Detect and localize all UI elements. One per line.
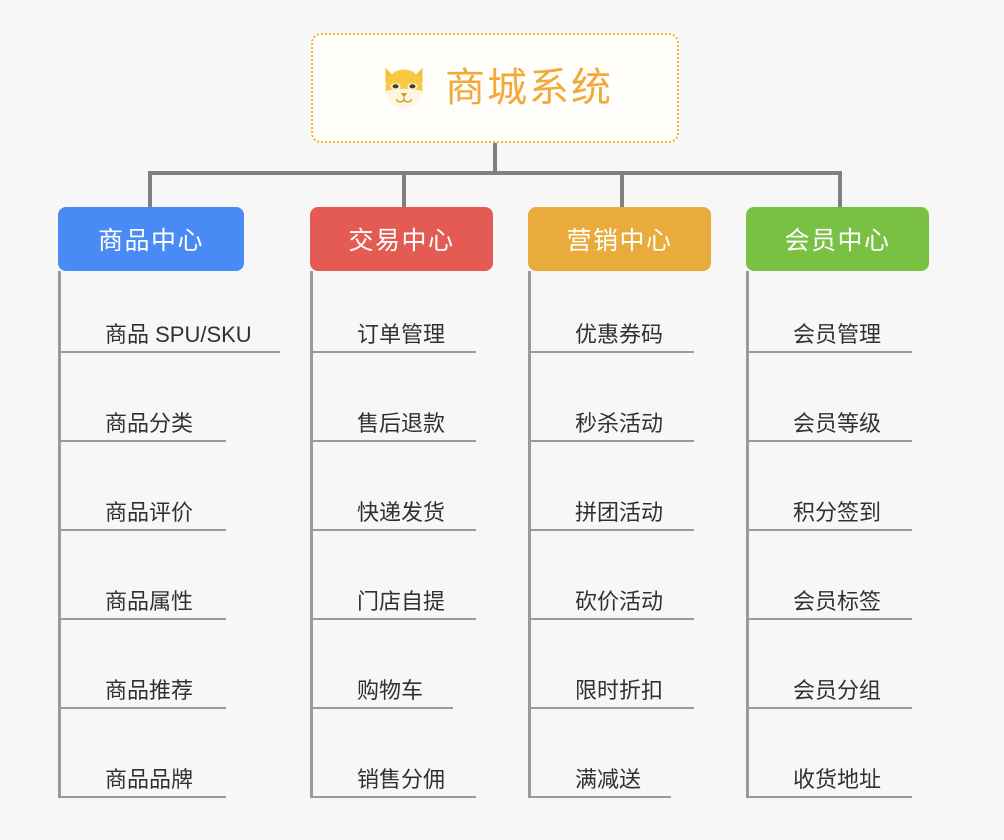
list-item[interactable]: 订单管理 [313,271,476,353]
list-item[interactable]: 会员等级 [749,353,912,442]
list-item-label: 会员标签 [793,588,882,614]
list-item[interactable]: 快递发货 [313,442,476,531]
list-item-label: 会员管理 [793,321,882,347]
list-item-label: 商品评价 [105,499,194,525]
list-item[interactable]: 商品评价 [61,442,226,531]
connector-drop-3 [620,171,624,208]
list-item-label: 快递发货 [357,499,446,525]
branch-item-list-2: 订单管理 售后退款 快递发货 门店自提 购物车 销售分佣 [310,271,493,798]
list-item[interactable]: 销售分佣 [313,709,476,798]
list-item-label: 购物车 [357,677,424,703]
branch-header-2[interactable]: 交易中心 [310,207,493,271]
connector-root-vertical [493,143,497,173]
list-item[interactable]: 售后退款 [313,353,476,442]
list-item-label: 积分签到 [793,499,882,525]
list-item[interactable]: 商品 SPU/SKU [61,271,280,353]
list-item[interactable]: 商品分类 [61,353,226,442]
list-item-label: 拼团活动 [575,499,664,525]
list-item-label: 商品品牌 [105,766,194,792]
list-item[interactable]: 砍价活动 [531,531,694,620]
list-item[interactable]: 积分签到 [749,442,912,531]
branch-header-label-1: 商品中心 [97,227,204,255]
list-item[interactable]: 优惠券码 [531,271,694,353]
branch-header-label-3: 营销中心 [566,227,673,255]
list-item[interactable]: 会员标签 [749,531,912,620]
list-item-label: 商品 SPU/SKU [105,321,252,347]
list-item-label: 销售分佣 [357,766,446,792]
branch-member-center: 会员中心 会员管理 会员等级 积分签到 会员标签 会员分组 收货地址 [746,207,929,798]
connector-drop-1 [148,171,152,208]
list-item-label: 商品推荐 [105,677,194,703]
list-item[interactable]: 商品推荐 [61,620,226,709]
branch-header-3[interactable]: 营销中心 [528,207,711,271]
branch-header-label-4: 会员中心 [784,227,891,255]
branch-header-4[interactable]: 会员中心 [746,207,929,271]
branch-header-label-2: 交易中心 [348,227,455,255]
connector-horizontal-bus [148,171,840,175]
list-item[interactable]: 满减送 [531,709,671,798]
list-item-label: 优惠券码 [575,321,664,347]
list-item-label: 商品属性 [105,588,194,614]
branch-item-list-3: 优惠券码 秒杀活动 拼团活动 砍价活动 限时折扣 满减送 [528,271,711,798]
connector-drop-4 [838,171,842,208]
list-item-label: 限时折扣 [575,677,664,703]
list-item-label: 订单管理 [357,321,446,347]
list-item[interactable]: 门店自提 [313,531,476,620]
page-title: 商城系统 [445,66,613,110]
list-item-label: 收货地址 [793,766,882,792]
list-item[interactable]: 会员管理 [749,271,912,353]
list-item[interactable]: 购物车 [313,620,453,709]
list-item[interactable]: 商品品牌 [61,709,226,798]
list-item-label: 满减送 [575,766,642,792]
list-item-label: 秒杀活动 [575,410,664,436]
list-item-label: 砍价活动 [575,588,664,614]
list-item-label: 会员分组 [793,677,882,703]
list-item-label: 会员等级 [793,410,882,436]
root-node[interactable]: 商城系统 [311,33,679,143]
list-item[interactable]: 限时折扣 [531,620,694,709]
branch-header-1[interactable]: 商品中心 [58,207,244,271]
branch-marketing-center: 营销中心 优惠券码 秒杀活动 拼团活动 砍价活动 限时折扣 满减送 [528,207,711,798]
list-item-label: 商品分类 [105,410,194,436]
branch-product-center: 商品中心 商品 SPU/SKU 商品分类 商品评价 商品属性 商品推荐 商品品牌 [58,207,280,798]
list-item[interactable]: 拼团活动 [531,442,694,531]
list-item[interactable]: 商品属性 [61,531,226,620]
branch-item-list-4: 会员管理 会员等级 积分签到 会员标签 会员分组 收货地址 [746,271,929,798]
list-item[interactable]: 收货地址 [749,709,912,798]
shiba-dog-icon [385,67,423,109]
list-item[interactable]: 会员分组 [749,620,912,709]
branch-item-list-1: 商品 SPU/SKU 商品分类 商品评价 商品属性 商品推荐 商品品牌 [58,271,280,798]
list-item-label: 售后退款 [357,410,446,436]
connector-drop-2 [402,171,406,208]
list-item-label: 门店自提 [357,588,446,614]
list-item[interactable]: 秒杀活动 [531,353,694,442]
branch-trade-center: 交易中心 订单管理 售后退款 快递发货 门店自提 购物车 销售分佣 [310,207,493,798]
